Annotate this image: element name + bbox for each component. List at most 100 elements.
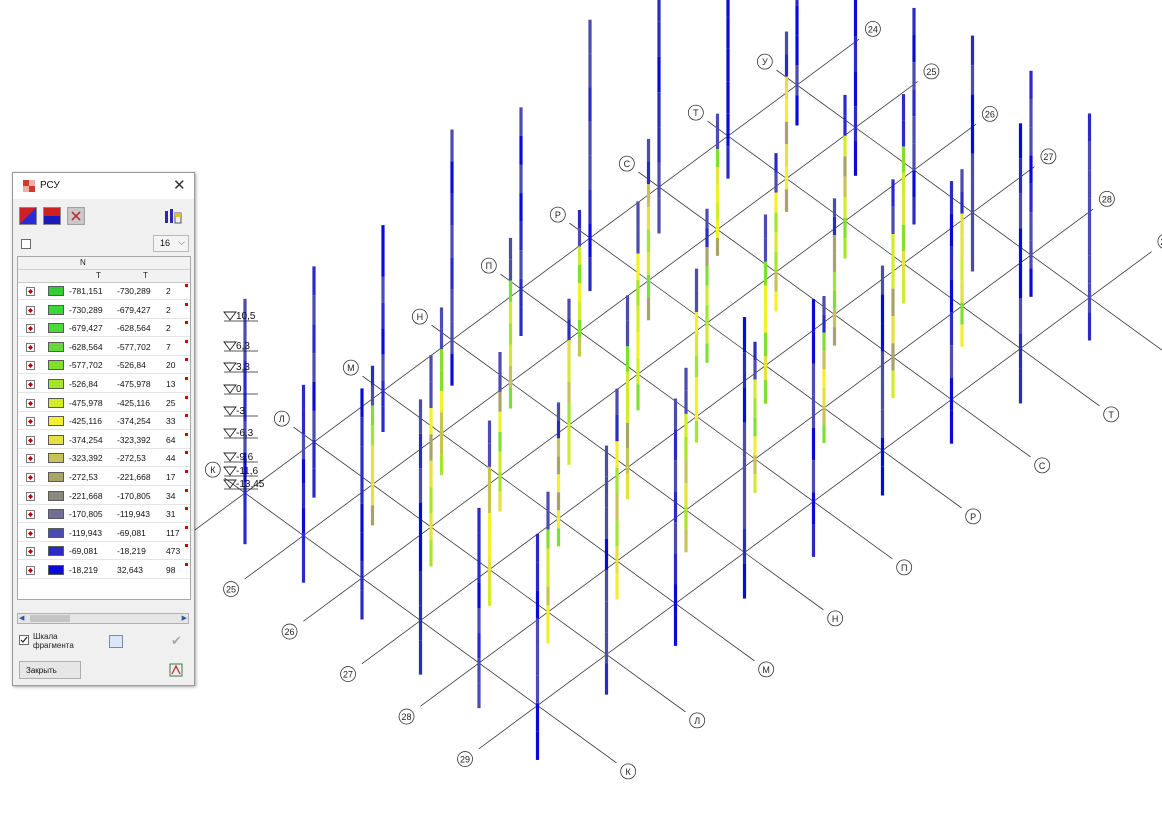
select-all-checkbox[interactable]: [21, 239, 31, 249]
svg-text:-9,6: -9,6: [236, 452, 254, 463]
grid-line: [186, 38, 860, 537]
row-visibility-checkbox[interactable]: [26, 547, 35, 557]
marker: [185, 451, 188, 455]
color-swatch[interactable]: [48, 453, 64, 464]
svg-text:26: 26: [985, 109, 995, 119]
svg-text:-11,6: -11,6: [236, 466, 258, 477]
axis-bubble-number: 27: [1040, 148, 1057, 165]
panel-titlebar[interactable]: РСУ ✕: [13, 173, 194, 199]
element-count: 2: [166, 304, 171, 315]
row-visibility-checkbox[interactable]: [26, 473, 35, 482]
row-visibility-checkbox[interactable]: [26, 491, 35, 501]
scroll-thumb[interactable]: [30, 615, 70, 622]
close-icon[interactable]: ✕: [173, 177, 186, 194]
color-swatch[interactable]: [48, 546, 64, 557]
color-swatch[interactable]: [48, 379, 64, 389]
row-visibility-checkbox[interactable]: [26, 417, 35, 427]
color-swatch[interactable]: [48, 286, 64, 296]
row-visibility-checkbox[interactable]: [26, 324, 35, 334]
grid-line: [478, 251, 1152, 750]
svg-text:28: 28: [1102, 194, 1112, 204]
scroll-left-icon[interactable]: ◀: [19, 615, 25, 622]
row-visibility-checkbox[interactable]: [26, 454, 35, 464]
range-count-value: 16: [160, 238, 171, 248]
palette-icon[interactable]: [43, 207, 61, 225]
export-icon[interactable]: [167, 662, 185, 678]
marker: [185, 525, 188, 529]
color-swatch[interactable]: [48, 360, 64, 371]
apply-check-icon[interactable]: ✔: [171, 633, 182, 648]
axis-bubble-letter: М: [342, 359, 359, 376]
scroll-right-icon[interactable]: ▶: [181, 615, 187, 622]
color-swatch[interactable]: [48, 397, 64, 408]
row-visibility-checkbox[interactable]: [26, 510, 35, 520]
grid-line: [244, 81, 918, 580]
color-swatch[interactable]: [48, 509, 64, 520]
disabled-palette-icon[interactable]: [67, 207, 85, 225]
axis-bubble-letter: Т: [687, 104, 704, 121]
color-swatch[interactable]: [48, 565, 64, 575]
color-swatch[interactable]: [48, 304, 64, 315]
row-visibility-checkbox[interactable]: [26, 398, 35, 408]
svg-text:-3: -3: [236, 406, 245, 417]
color-swatch[interactable]: [48, 527, 64, 538]
axis-bubble-number: 28: [1099, 190, 1115, 207]
color-swatch[interactable]: [48, 490, 64, 501]
row-visibility-checkbox[interactable]: [26, 361, 35, 371]
element-count: 31: [166, 509, 176, 520]
svg-text:П: П: [901, 563, 907, 573]
row-visibility-checkbox[interactable]: [26, 528, 35, 538]
color-mode-icon[interactable]: [19, 207, 37, 225]
table-header-group: N: [18, 257, 190, 270]
marker: [185, 563, 188, 566]
marker: [185, 470, 188, 473]
fragment-scale-checkbox[interactable]: [19, 635, 29, 645]
row-visibility-checkbox[interactable]: [26, 342, 35, 352]
row-visibility-checkbox[interactable]: [26, 380, 35, 389]
range-count-select[interactable]: 16 ⌵: [153, 235, 189, 252]
level-mark: -6,3: [223, 428, 258, 439]
svg-text:26: 26: [285, 627, 295, 637]
row-visibility-checkbox[interactable]: [26, 566, 35, 575]
color-swatch[interactable]: [48, 323, 64, 334]
level-mark: 6,3: [223, 341, 258, 352]
svg-text:К: К: [626, 767, 632, 777]
horizontal-scrollbar[interactable]: ◀ ▶: [17, 613, 189, 624]
row-visibility-checkbox[interactable]: [26, 287, 35, 296]
color-swatch[interactable]: [48, 472, 64, 482]
columns-view-icon[interactable]: [163, 208, 183, 224]
color-swatch[interactable]: [48, 434, 64, 445]
scale-settings-button[interactable]: [109, 635, 123, 648]
svg-text:Т: Т: [1108, 410, 1114, 420]
row-visibility-checkbox[interactable]: [26, 305, 35, 315]
close-button[interactable]: Закрыть: [19, 661, 81, 679]
range-from: -730,289: [69, 304, 103, 315]
color-swatch[interactable]: [48, 416, 64, 427]
range-from: -374,254: [69, 434, 103, 445]
range-to: 32,643: [117, 565, 143, 575]
color-swatch[interactable]: [48, 341, 64, 352]
row-visibility-checkbox[interactable]: [26, 435, 35, 445]
element-count: 25: [166, 397, 176, 408]
check-icon: [20, 636, 28, 643]
svg-text:Р: Р: [970, 512, 976, 522]
